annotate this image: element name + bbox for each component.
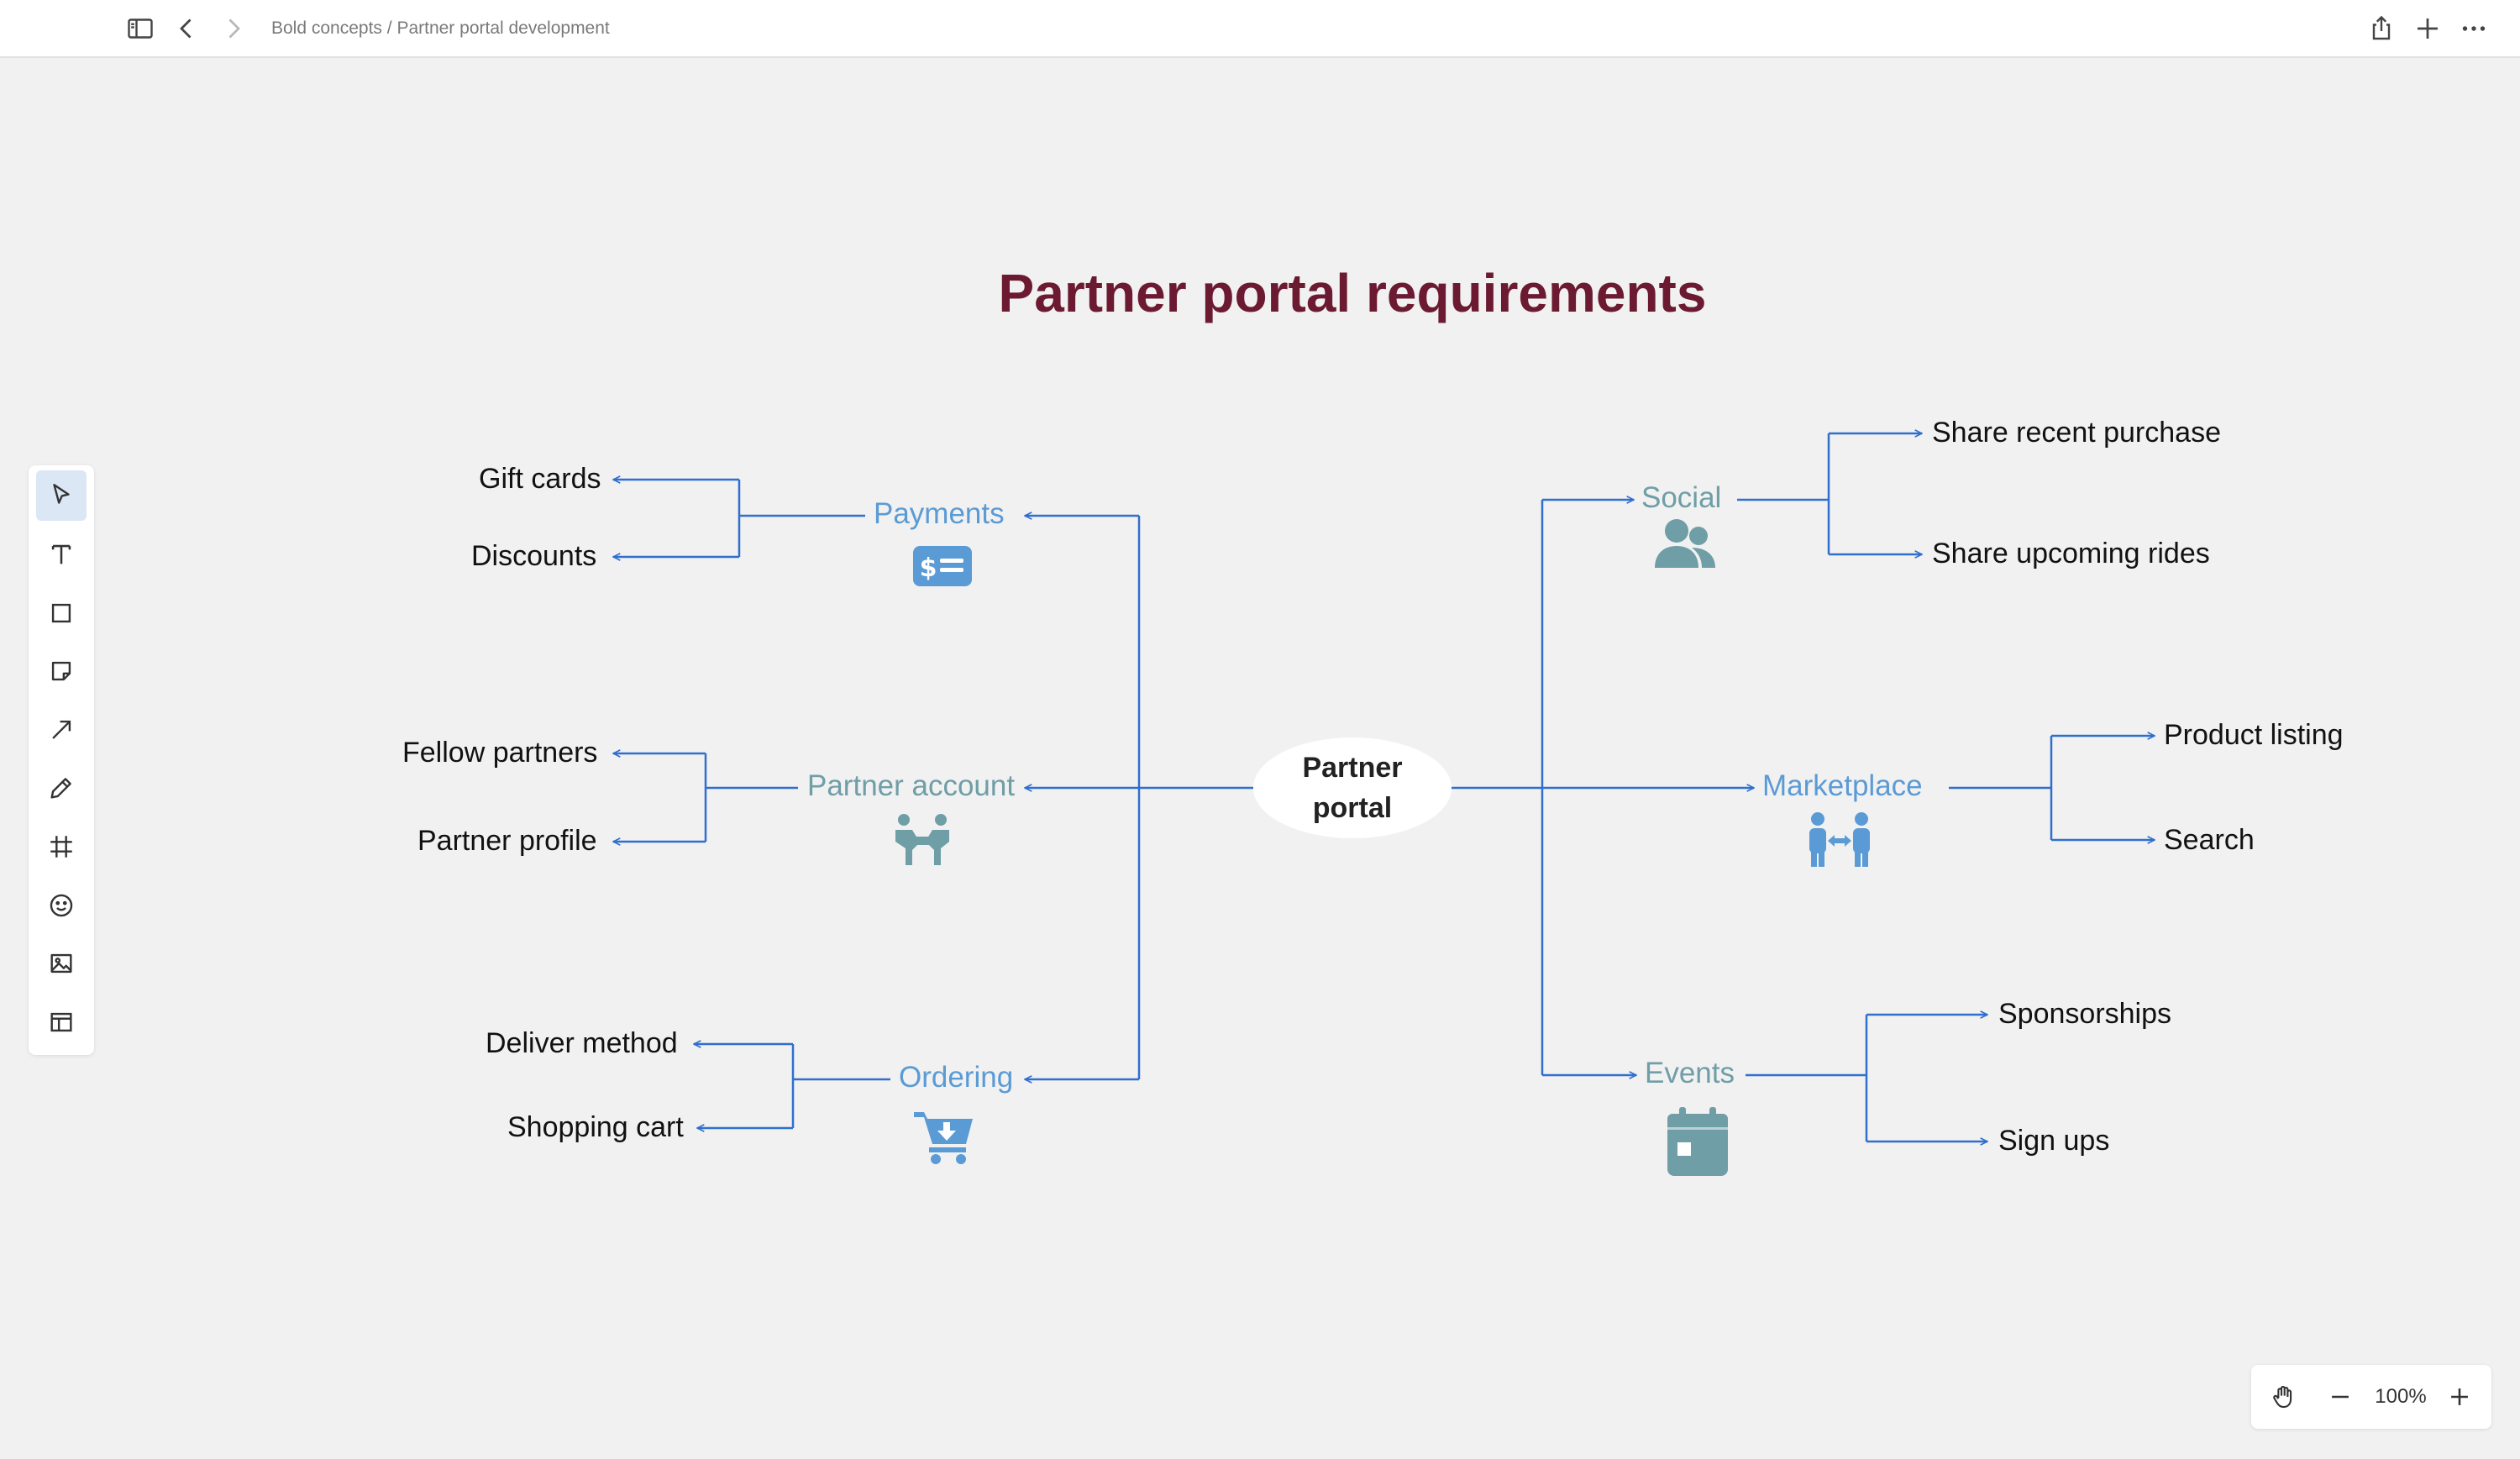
leaf-discounts[interactable]: Discounts (471, 540, 597, 572)
zoom-level[interactable]: 100% (2375, 1385, 2427, 1408)
branch-marketplace[interactable]: Marketplace (1762, 769, 1923, 802)
leaf-share-recent-purchase[interactable]: Share recent purchase (1932, 417, 2221, 449)
minus-icon[interactable] (2323, 1380, 2357, 1414)
breadcrumb-current: Partner portal development (396, 18, 610, 38)
breadcrumb-parent[interactable]: Bold concepts (271, 18, 382, 38)
branch-events[interactable]: Events (1645, 1057, 1735, 1089)
cursor-icon[interactable] (36, 470, 87, 521)
sidebar-icon[interactable] (123, 12, 157, 45)
leaf-fellow-partners[interactable]: Fellow partners (402, 737, 598, 769)
leaf-sponsorships[interactable]: Sponsorships (1998, 998, 2172, 1030)
calendar-icon (1667, 1107, 1728, 1180)
chevron-right-icon[interactable] (217, 12, 250, 45)
diagram-title[interactable]: Partner portal requirements (998, 263, 1707, 323)
more-icon[interactable] (2457, 12, 2491, 45)
rectangle-icon[interactable] (36, 588, 87, 638)
template-icon[interactable] (36, 997, 87, 1047)
leaf-gift-cards[interactable]: Gift cards (479, 463, 601, 495)
exchange-icon (1808, 811, 1872, 873)
leaf-partner-profile[interactable]: Partner profile (417, 825, 597, 857)
breadcrumb: Bold concepts / Partner portal developme… (271, 18, 610, 39)
text-icon[interactable] (36, 529, 87, 580)
leaf-sign-ups[interactable]: Sign ups (1998, 1125, 2110, 1157)
tool-palette (29, 465, 94, 1055)
pen-icon[interactable] (36, 763, 87, 813)
leaf-search[interactable]: Search (2164, 824, 2255, 856)
frame-icon[interactable] (36, 821, 87, 872)
branch-payments[interactable]: Payments (874, 497, 1005, 530)
image-icon[interactable] (36, 938, 87, 989)
cart-icon (914, 1109, 974, 1170)
payment-card-icon: $ (911, 544, 974, 592)
breadcrumb-separator: / (381, 18, 397, 38)
chevron-left-icon[interactable] (170, 12, 203, 45)
zoom-control: 100% (2251, 1365, 2491, 1429)
leaf-deliver-method[interactable]: Deliver method (486, 1027, 678, 1059)
leaf-shopping-cart[interactable]: Shopping cart (507, 1111, 684, 1143)
branch-social[interactable]: Social (1641, 481, 1722, 514)
center-node-label: Partner portal (1302, 752, 1403, 824)
users-icon (1653, 517, 1717, 574)
svg-text:$: $ (920, 554, 937, 583)
emoji-icon[interactable] (36, 880, 87, 931)
plus-icon[interactable] (2411, 12, 2444, 45)
sticky-note-icon[interactable] (36, 646, 87, 696)
leaf-product-listing[interactable]: Product listing (2164, 719, 2344, 751)
leaf-share-upcoming-rides[interactable]: Share upcoming rides (1932, 538, 2210, 569)
center-node[interactable]: Partner portal (1253, 737, 1452, 838)
hand-icon[interactable] (2266, 1380, 2300, 1414)
top-bar: Bold concepts / Partner portal developme… (0, 0, 2520, 58)
branch-ordering[interactable]: Ordering (899, 1061, 1014, 1094)
branch-partner-account[interactable]: Partner account (807, 769, 1016, 802)
zoom-in-icon[interactable] (2443, 1380, 2476, 1414)
share-icon[interactable] (2365, 12, 2398, 45)
partners-icon (890, 813, 954, 871)
arrow-icon[interactable] (36, 705, 87, 755)
